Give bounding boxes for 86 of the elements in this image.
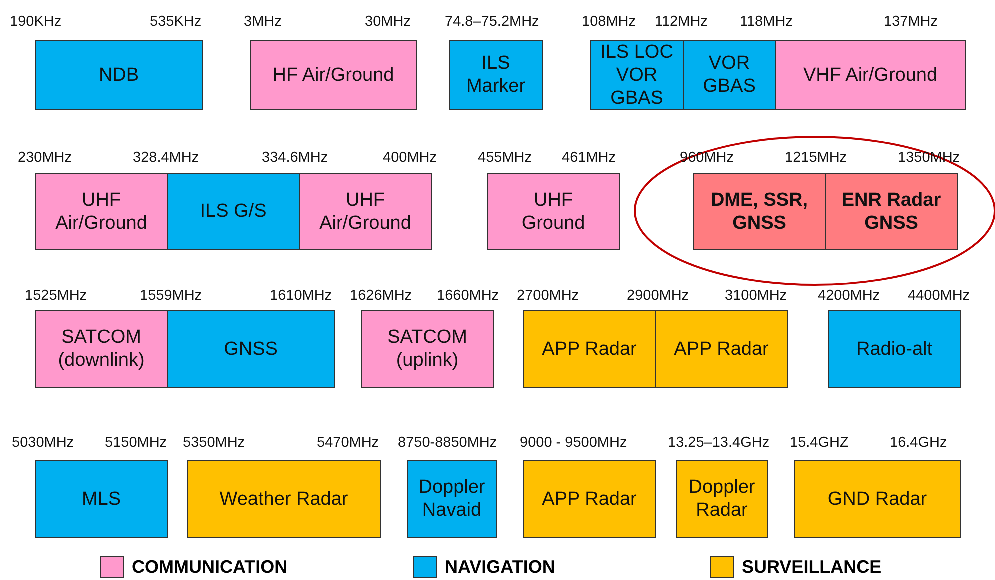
band-name: SATCOM (uplink) <box>386 326 468 372</box>
frequency-label: 9000 - 9500MHz <box>520 435 628 451</box>
frequency-band-box <box>167 310 335 388</box>
frequency-band-box <box>523 310 656 388</box>
frequency-label: 30MHz <box>365 14 411 30</box>
frequency-band-box <box>590 40 684 110</box>
frequency-band-box <box>828 310 961 388</box>
frequency-band-box <box>187 460 381 538</box>
frequency-label: 1559MHz <box>140 288 202 304</box>
frequency-band-box <box>35 310 168 388</box>
band-name: GNSS <box>224 338 278 360</box>
frequency-band-box <box>361 310 494 388</box>
band-name: ILS Marker <box>465 52 527 98</box>
frequency-band-box <box>825 173 958 250</box>
band-name: UHF Air/Ground <box>318 188 412 234</box>
frequency-label: 190KHz <box>10 14 62 30</box>
frequency-label: 5150MHz <box>105 435 168 451</box>
band-name: Weather Radar <box>220 488 348 510</box>
legend-label: NAVIGATION <box>445 557 556 578</box>
frequency-label: 1610MHz <box>270 288 332 304</box>
frequency-label: 118MHz <box>740 14 793 30</box>
frequency-label: 3MHz <box>244 14 282 30</box>
frequency-label: 1215MHz <box>785 150 848 166</box>
frequency-label: 461MHz <box>562 150 616 166</box>
frequency-band-box <box>676 460 768 538</box>
frequency-label: 8750-8850MHz <box>398 435 498 451</box>
frequency-label: 15.4GHZ <box>790 435 849 451</box>
frequency-band-box <box>35 173 168 250</box>
frequency-label: 455MHz <box>478 150 532 166</box>
band-name: UHF Ground <box>520 188 586 234</box>
band-name: Doppler Radar <box>688 476 756 522</box>
frequency-label: 400MHz <box>383 150 437 166</box>
frequency-band-box <box>523 460 656 538</box>
frequency-label: 5350MHz <box>183 435 246 451</box>
frequency-label: 3100MHz <box>725 288 788 304</box>
band-name: HF Air/Ground <box>272 64 394 86</box>
frequency-label: 535KHz <box>150 14 202 30</box>
frequency-label: 230MHz <box>18 150 72 166</box>
band-name: GND Radar <box>828 488 928 510</box>
legend-label: COMMUNICATION <box>132 557 288 578</box>
frequency-label: 5030MHz <box>12 435 74 451</box>
frequency-label: 2900MHz <box>627 288 690 304</box>
frequency-label: 108MHz <box>582 14 636 30</box>
frequency-band-box <box>487 173 620 250</box>
band-name: SATCOM (downlink) <box>57 326 146 372</box>
frequency-label: 16.4GHz <box>890 435 948 451</box>
band-name: VOR GBAS <box>702 52 757 98</box>
frequency-label: 4400MHz <box>908 288 970 304</box>
band-name: APP Radar <box>542 338 637 360</box>
frequency-band-box <box>683 40 776 110</box>
band-name: Doppler Navaid <box>418 476 486 522</box>
band-name: DME, SSR, GNSS <box>710 188 810 234</box>
frequency-label: 112MHz <box>655 14 708 30</box>
frequency-band-box <box>693 173 826 250</box>
frequency-label: 1626MHz <box>350 288 412 304</box>
band-name: MLS <box>82 488 122 510</box>
frequency-band-box <box>449 40 543 110</box>
frequency-label: 74.8–75.2MHz <box>445 14 540 30</box>
frequency-label: 13.25–13.4GHz <box>668 435 770 451</box>
band-name: UHF Air/Ground <box>54 188 148 234</box>
frequency-band-box <box>299 173 432 250</box>
frequency-label: 4200MHz <box>818 288 880 304</box>
band-name: NDB <box>98 64 140 86</box>
band-name: APP Radar <box>674 338 769 360</box>
band-name: Radio-alt <box>856 338 933 360</box>
frequency-label: 1525MHz <box>25 288 88 304</box>
frequency-label: 1660MHz <box>437 288 500 304</box>
frequency-label: 334.6MHz <box>262 150 328 166</box>
frequency-band-box <box>407 460 497 538</box>
frequency-label: 328.4MHz <box>133 150 200 166</box>
band-name: VHF Air/Ground <box>803 64 938 86</box>
band-name: ILS G/S <box>200 200 267 223</box>
frequency-band-box <box>775 40 966 110</box>
band-name: ILS LOC VOR GBAS <box>600 40 674 110</box>
frequency-label: 5470MHz <box>317 435 380 451</box>
band-name: ENR Radar GNSS <box>840 188 942 234</box>
band-name: APP Radar <box>542 488 637 510</box>
frequency-band-box <box>250 40 417 110</box>
frequency-label: 137MHz <box>884 14 938 30</box>
frequency-label: 2700MHz <box>517 288 580 304</box>
frequency-band-box <box>655 310 788 388</box>
frequency-band-box <box>167 173 300 250</box>
frequency-band-box <box>794 460 961 538</box>
frequency-band-box <box>35 40 203 110</box>
legend-label: SURVEILLANCE <box>742 557 882 578</box>
frequency-band-box <box>35 460 168 538</box>
